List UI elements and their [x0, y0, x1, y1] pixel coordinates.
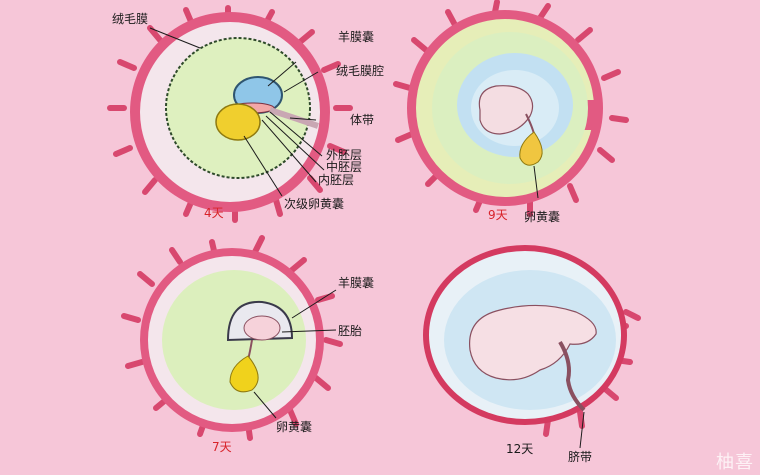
label-embryo: 胚胎 [338, 324, 363, 338]
embryo-9d [478, 85, 534, 135]
label-connecting-stalk: 体带 [350, 113, 375, 127]
chorion-villi-2 [393, 0, 629, 217]
umbilical-cord [558, 340, 586, 412]
chorion-villi-3 [121, 235, 343, 441]
label-umbilical-cord: 脐带 [568, 450, 593, 464]
secondary-yolk-sac [215, 103, 261, 141]
day-label-12: 12天 [506, 442, 534, 456]
label-chorion: 绒毛膜 [112, 12, 149, 26]
panel-day-12 [423, 245, 641, 449]
day-label-7: 7天 [212, 440, 232, 454]
yolk-sac-7d [229, 355, 259, 393]
leader-cord [579, 411, 585, 449]
label-yolk-sac-7d: 卵黄囊 [276, 420, 313, 434]
watermark: 柚喜 [716, 452, 754, 473]
label-chorionic-cavity: 绒毛膜腔 [336, 64, 385, 78]
label-mesoderm: 中胚层 [326, 160, 363, 174]
chorion-villi [107, 5, 353, 223]
label-ectoderm: 外胚层 [326, 148, 363, 162]
label-secondary-yolk-sac: 次级卵黄囊 [284, 197, 345, 211]
day-label-4: 4天 [204, 206, 224, 220]
panel-day-9 [393, 0, 629, 217]
embryo-7d [243, 315, 281, 341]
leader-yolk-9d [533, 165, 539, 199]
label-yolk-sac-9d: 卵黄囊 [524, 210, 561, 224]
embryo-12d [468, 304, 597, 381]
panel-day-7 [121, 235, 343, 441]
label-endoderm: 内胚层 [318, 173, 355, 187]
leader-lines [149, 27, 325, 197]
day-label-9: 9天 [488, 208, 508, 222]
label-amniotic-sac-7d: 羊膜囊 [338, 276, 375, 290]
panel-day-4 [107, 5, 353, 223]
label-amniotic-sac: 羊膜囊 [338, 30, 375, 44]
leader-lines-3 [253, 289, 337, 419]
yolk-sac-9d [519, 131, 543, 166]
